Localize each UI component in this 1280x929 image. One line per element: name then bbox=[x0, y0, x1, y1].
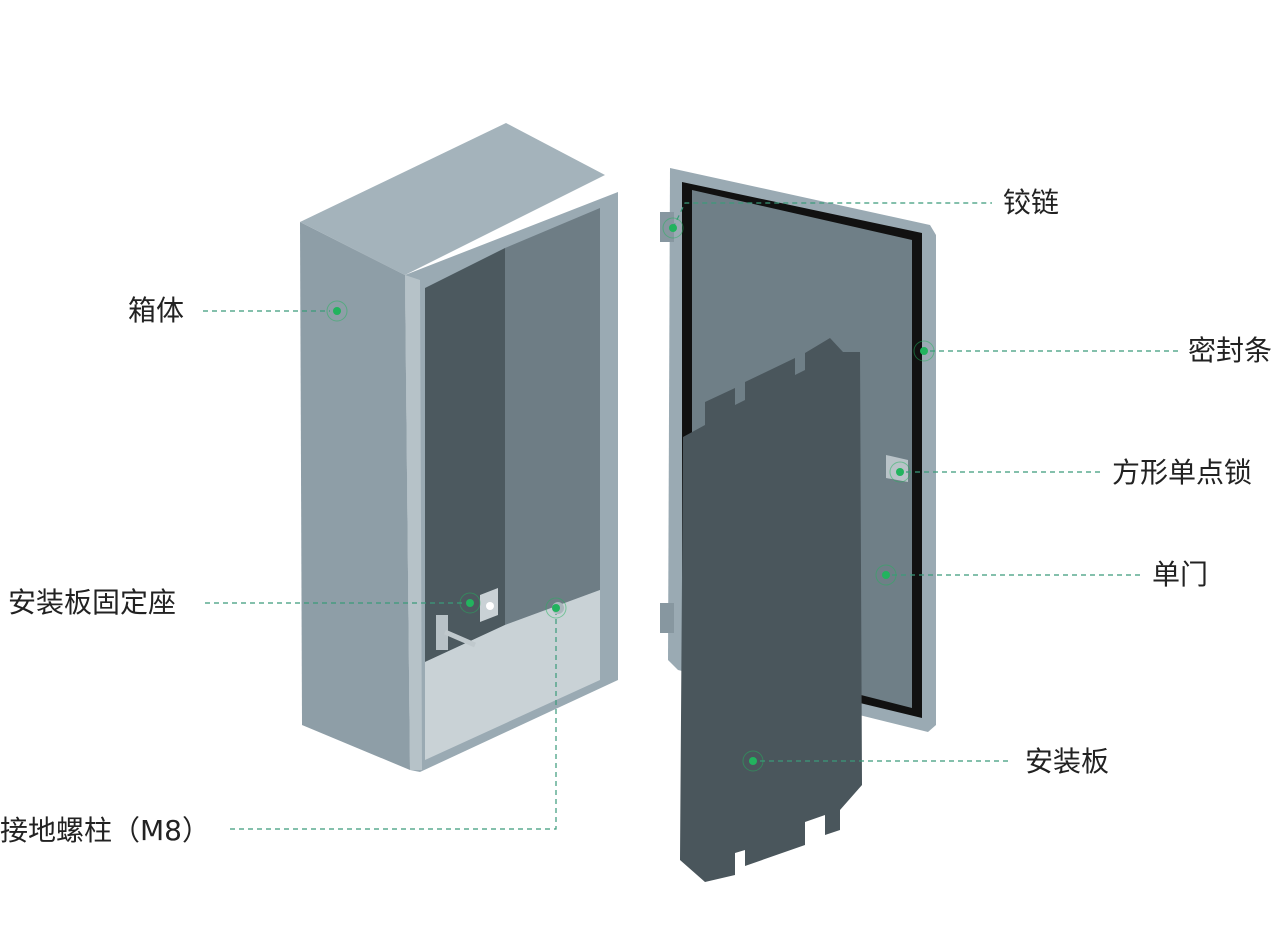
label-lock: 方形单点锁 bbox=[1112, 456, 1253, 489]
label-seal: 密封条 bbox=[1188, 334, 1273, 367]
label-body: 箱体 bbox=[128, 294, 185, 327]
label-ground-stud: 接地螺柱（M8） bbox=[0, 814, 210, 847]
hinge-marker bbox=[662, 217, 684, 239]
ground-stud-marker bbox=[545, 597, 567, 619]
label-plate-seat: 安装板固定座 bbox=[8, 586, 177, 619]
cabinet-body bbox=[300, 123, 618, 772]
plate-marker bbox=[742, 750, 764, 772]
marker-dots bbox=[326, 217, 935, 772]
mounting-plate bbox=[680, 338, 862, 882]
seal-marker bbox=[913, 340, 935, 362]
body-marker bbox=[326, 300, 348, 322]
label-hinge: 铰链 bbox=[1003, 186, 1060, 219]
plate-seat-marker bbox=[459, 592, 481, 614]
lock-marker bbox=[889, 461, 911, 483]
leader-lines bbox=[203, 202, 1178, 830]
label-door: 单门 bbox=[1152, 558, 1209, 591]
door-marker bbox=[875, 564, 897, 586]
label-plate: 安装板 bbox=[1025, 745, 1110, 778]
